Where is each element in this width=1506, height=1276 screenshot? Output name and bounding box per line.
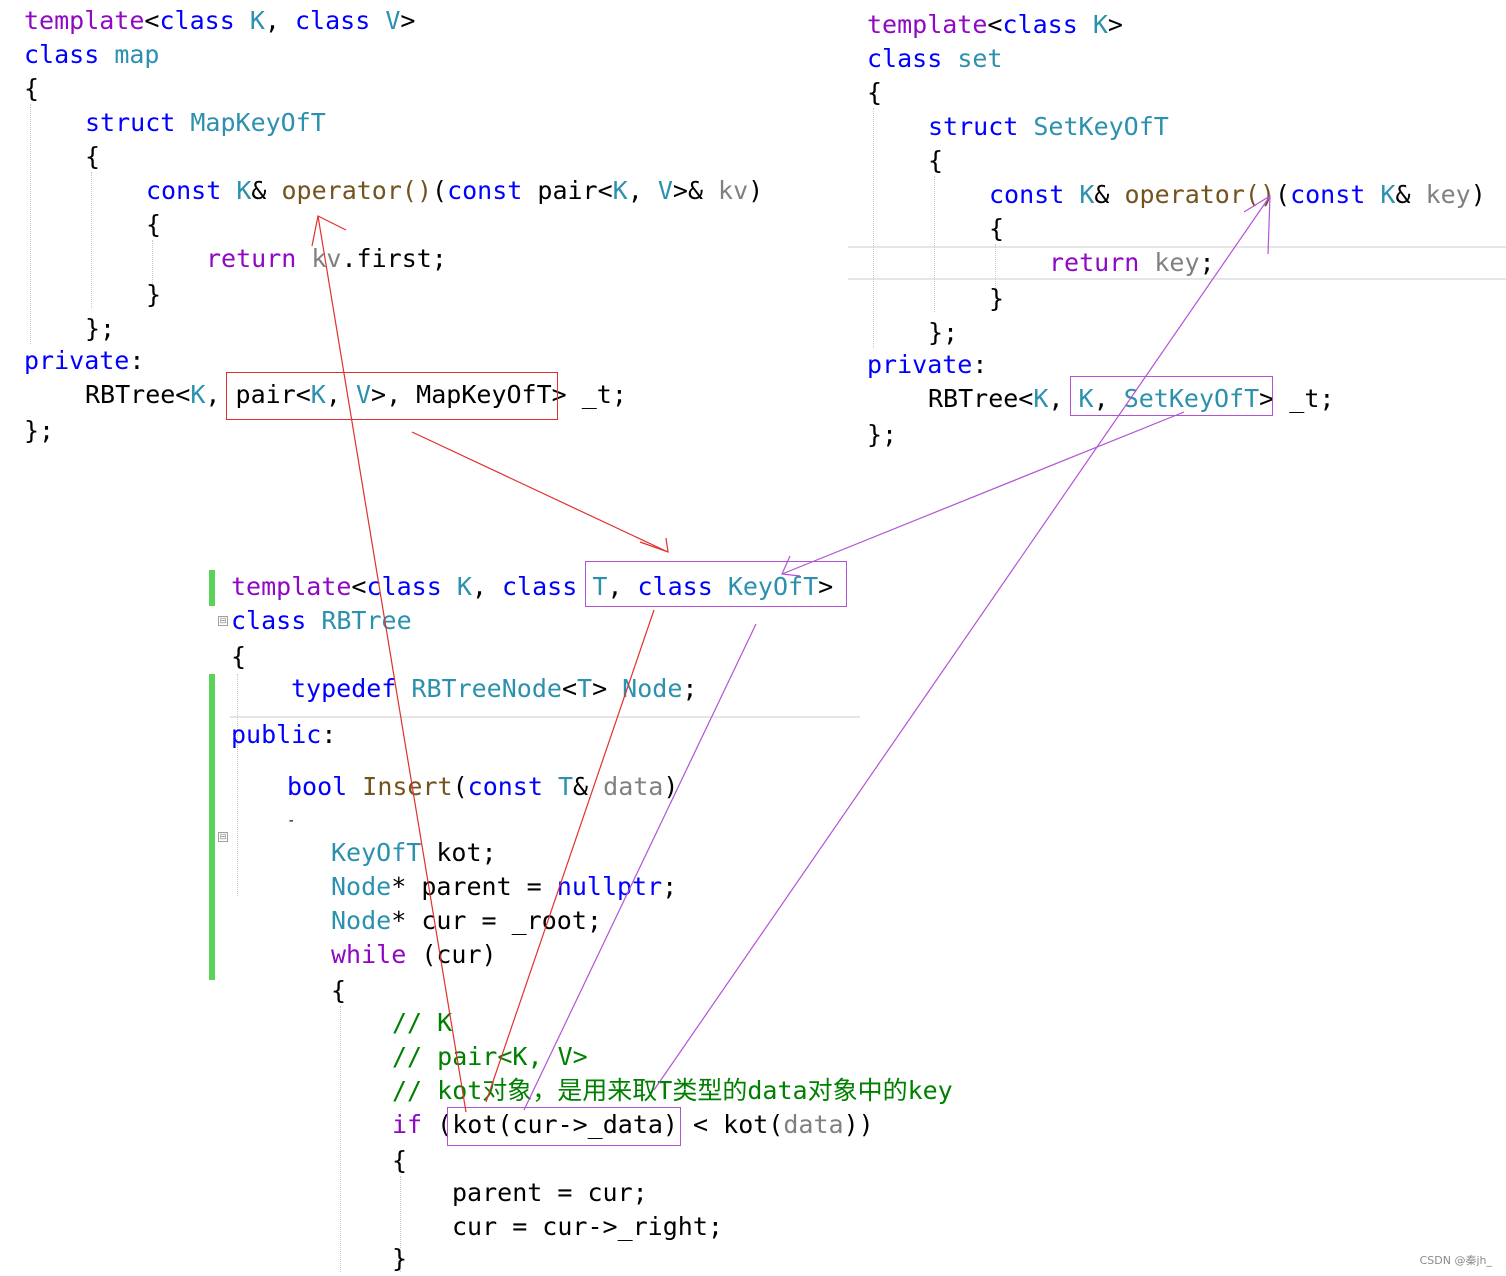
red-line-t-to-kot bbox=[485, 609, 655, 1103]
kot-call-highlight bbox=[447, 1107, 681, 1146]
change-bar bbox=[209, 674, 215, 980]
editor-separator bbox=[848, 278, 1506, 280]
editor-separator bbox=[230, 716, 860, 718]
map-line-2: class map bbox=[24, 40, 160, 69]
rbtree-line-6: bool Insert(const T& data) bbox=[287, 772, 679, 801]
set-rbtree-args-highlight bbox=[1070, 376, 1273, 416]
rbtree-line-4: typedef RBTreeNode<T> Node; bbox=[291, 674, 698, 703]
map-line-7: { bbox=[146, 210, 162, 239]
rbtree-line-7: - bbox=[287, 813, 296, 829]
indent-guide bbox=[237, 674, 238, 896]
map-line-9: } bbox=[146, 280, 162, 309]
map-line-11: private: bbox=[24, 346, 145, 375]
rbtree-line-1: template<class K, class T, class KeyOfT> bbox=[231, 572, 834, 601]
rbtree-line-18: parent = cur; bbox=[452, 1178, 648, 1207]
set-line-9: } bbox=[989, 284, 1005, 313]
set-line-12: RBTree<K, K, SetKeyOfT> _t; bbox=[928, 384, 1335, 413]
change-bar bbox=[209, 570, 215, 606]
map-line-1: template<class K, class V> bbox=[24, 6, 416, 35]
rbtree-line-10: Node* cur = _root; bbox=[331, 906, 602, 935]
rbtree-template-args-highlight bbox=[585, 561, 847, 607]
red-arrow-kot-to-map-operator bbox=[311, 215, 467, 1113]
indent-guide bbox=[934, 176, 935, 312]
indent-guide bbox=[91, 172, 92, 308]
purple-arrow-set-to-rbtree bbox=[781, 411, 1185, 577]
rbtree-line-20: } bbox=[392, 1244, 408, 1273]
watermark: CSDN @秦jh_ bbox=[1419, 1254, 1492, 1267]
rbtree-line-5: public: bbox=[231, 720, 337, 749]
collapse-toggle-icon[interactable]: ⊟ bbox=[218, 616, 228, 626]
indent-guide bbox=[400, 1176, 401, 1272]
map-line-8: return kv.first; bbox=[206, 244, 447, 273]
editor-separator bbox=[848, 246, 1506, 248]
rbtree-line-17: { bbox=[392, 1146, 408, 1175]
set-line-6: const K& operator()(const K& key) bbox=[989, 180, 1486, 209]
set-line-11: private: bbox=[867, 350, 988, 379]
rbtree-line-12: { bbox=[331, 976, 347, 1005]
map-line-4: struct MapKeyOfT bbox=[85, 108, 326, 137]
rbtree-line-11: while (cur) bbox=[331, 940, 497, 969]
set-line-5: { bbox=[928, 146, 944, 175]
purple-line-keyoft-to-kot bbox=[523, 623, 757, 1111]
rbtree-line-19: cur = cur->_right; bbox=[452, 1212, 723, 1241]
rbtree-line-2: class RBTree bbox=[231, 606, 412, 635]
purple-arrow-kot-to-set-operator bbox=[653, 194, 1271, 1091]
set-line-7: { bbox=[989, 214, 1005, 243]
indent-guide bbox=[30, 104, 31, 344]
indent-guide bbox=[995, 244, 996, 288]
set-line-10: }; bbox=[928, 318, 959, 347]
rbtree-line-8: KeyOfT kot; bbox=[331, 838, 497, 867]
map-line-3: { bbox=[24, 74, 40, 103]
set-line-8: return key; bbox=[1049, 248, 1215, 277]
set-line-1: template<class K> bbox=[867, 10, 1123, 39]
set-line-13: }; bbox=[867, 420, 898, 449]
map-line-6: const K& operator()(const pair<K, V>& kv… bbox=[146, 176, 764, 205]
indent-guide bbox=[873, 108, 874, 348]
rbtree-line-13: // K bbox=[392, 1008, 453, 1037]
collapse-toggle-icon[interactable]: ⊟ bbox=[218, 832, 228, 842]
map-line-13: }; bbox=[24, 416, 55, 445]
set-line-3: { bbox=[867, 78, 883, 107]
map-line-12: RBTree<K, pair<K, V>, MapKeyOfT> _t; bbox=[85, 380, 627, 409]
indent-guide bbox=[152, 240, 153, 284]
set-line-4: struct SetKeyOfT bbox=[928, 112, 1169, 141]
rbtree-line-3: { bbox=[231, 642, 247, 671]
rbtree-line-9: Node* parent = nullptr; bbox=[331, 872, 678, 901]
rbtree-line-15: // kot对象，是用来取T类型的data对象中的key bbox=[392, 1076, 953, 1105]
rbtree-line-16: if (kot(cur->_data) < kot(data)) bbox=[392, 1110, 874, 1139]
map-line-10: }; bbox=[85, 314, 116, 343]
red-arrow-map-to-rbtree bbox=[411, 431, 669, 553]
set-line-2: class set bbox=[867, 44, 1003, 73]
map-line-5: { bbox=[85, 142, 101, 171]
indent-guide bbox=[340, 1006, 341, 1272]
map-rbtree-args-highlight bbox=[226, 372, 558, 420]
